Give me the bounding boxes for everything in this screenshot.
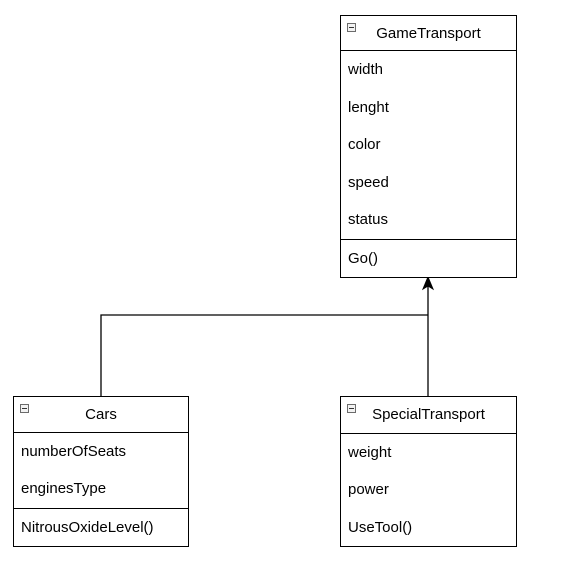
attribute-item[interactable]: lenght xyxy=(348,98,389,116)
method-item[interactable]: NitrousOxideLevel() xyxy=(21,518,154,536)
class-name: SpecialTransport xyxy=(372,406,485,424)
attribute-item[interactable]: status xyxy=(348,211,389,228)
attribute-item[interactable]: power xyxy=(348,481,389,498)
collapse-icon[interactable] xyxy=(347,404,356,413)
inheritance-arrowhead xyxy=(421,275,435,291)
method-item[interactable]: UseTool() xyxy=(348,518,413,536)
collapse-icon[interactable] xyxy=(347,23,356,32)
attributes-section: weight power UseTool() xyxy=(341,434,516,547)
methods-section: NitrousOxideLevel() xyxy=(14,507,188,547)
attributes-section: width lenght color speed status xyxy=(341,51,516,239)
class-header[interactable]: GameTransport xyxy=(341,16,516,51)
attribute-item[interactable]: speed xyxy=(348,173,389,191)
class-name: Cars xyxy=(85,405,117,423)
class-cars[interactable]: Cars numberOfSeats enginesType NitrousOx… xyxy=(13,396,189,547)
class-name: GameTransport xyxy=(376,24,481,42)
class-specialtransport[interactable]: SpecialTransport weight power UseTool() xyxy=(340,396,517,547)
attribute-item[interactable]: weight xyxy=(348,443,392,461)
attribute-item[interactable]: enginesType xyxy=(21,480,107,497)
attribute-item[interactable]: width xyxy=(348,61,384,78)
attributes-section: numberOfSeats enginesType xyxy=(14,433,188,508)
cars-to-gametransport-edge[interactable] xyxy=(100,314,428,397)
class-header[interactable]: SpecialTransport xyxy=(341,397,516,434)
method-item[interactable]: Go() xyxy=(348,249,378,267)
attribute-item[interactable]: numberOfSeats xyxy=(21,442,127,460)
class-gametransport[interactable]: GameTransport width lenght color speed s… xyxy=(340,15,517,278)
attribute-item[interactable]: color xyxy=(348,136,381,153)
class-header[interactable]: Cars xyxy=(14,397,188,433)
methods-section: Go() xyxy=(341,238,516,278)
collapse-icon[interactable] xyxy=(20,404,29,413)
